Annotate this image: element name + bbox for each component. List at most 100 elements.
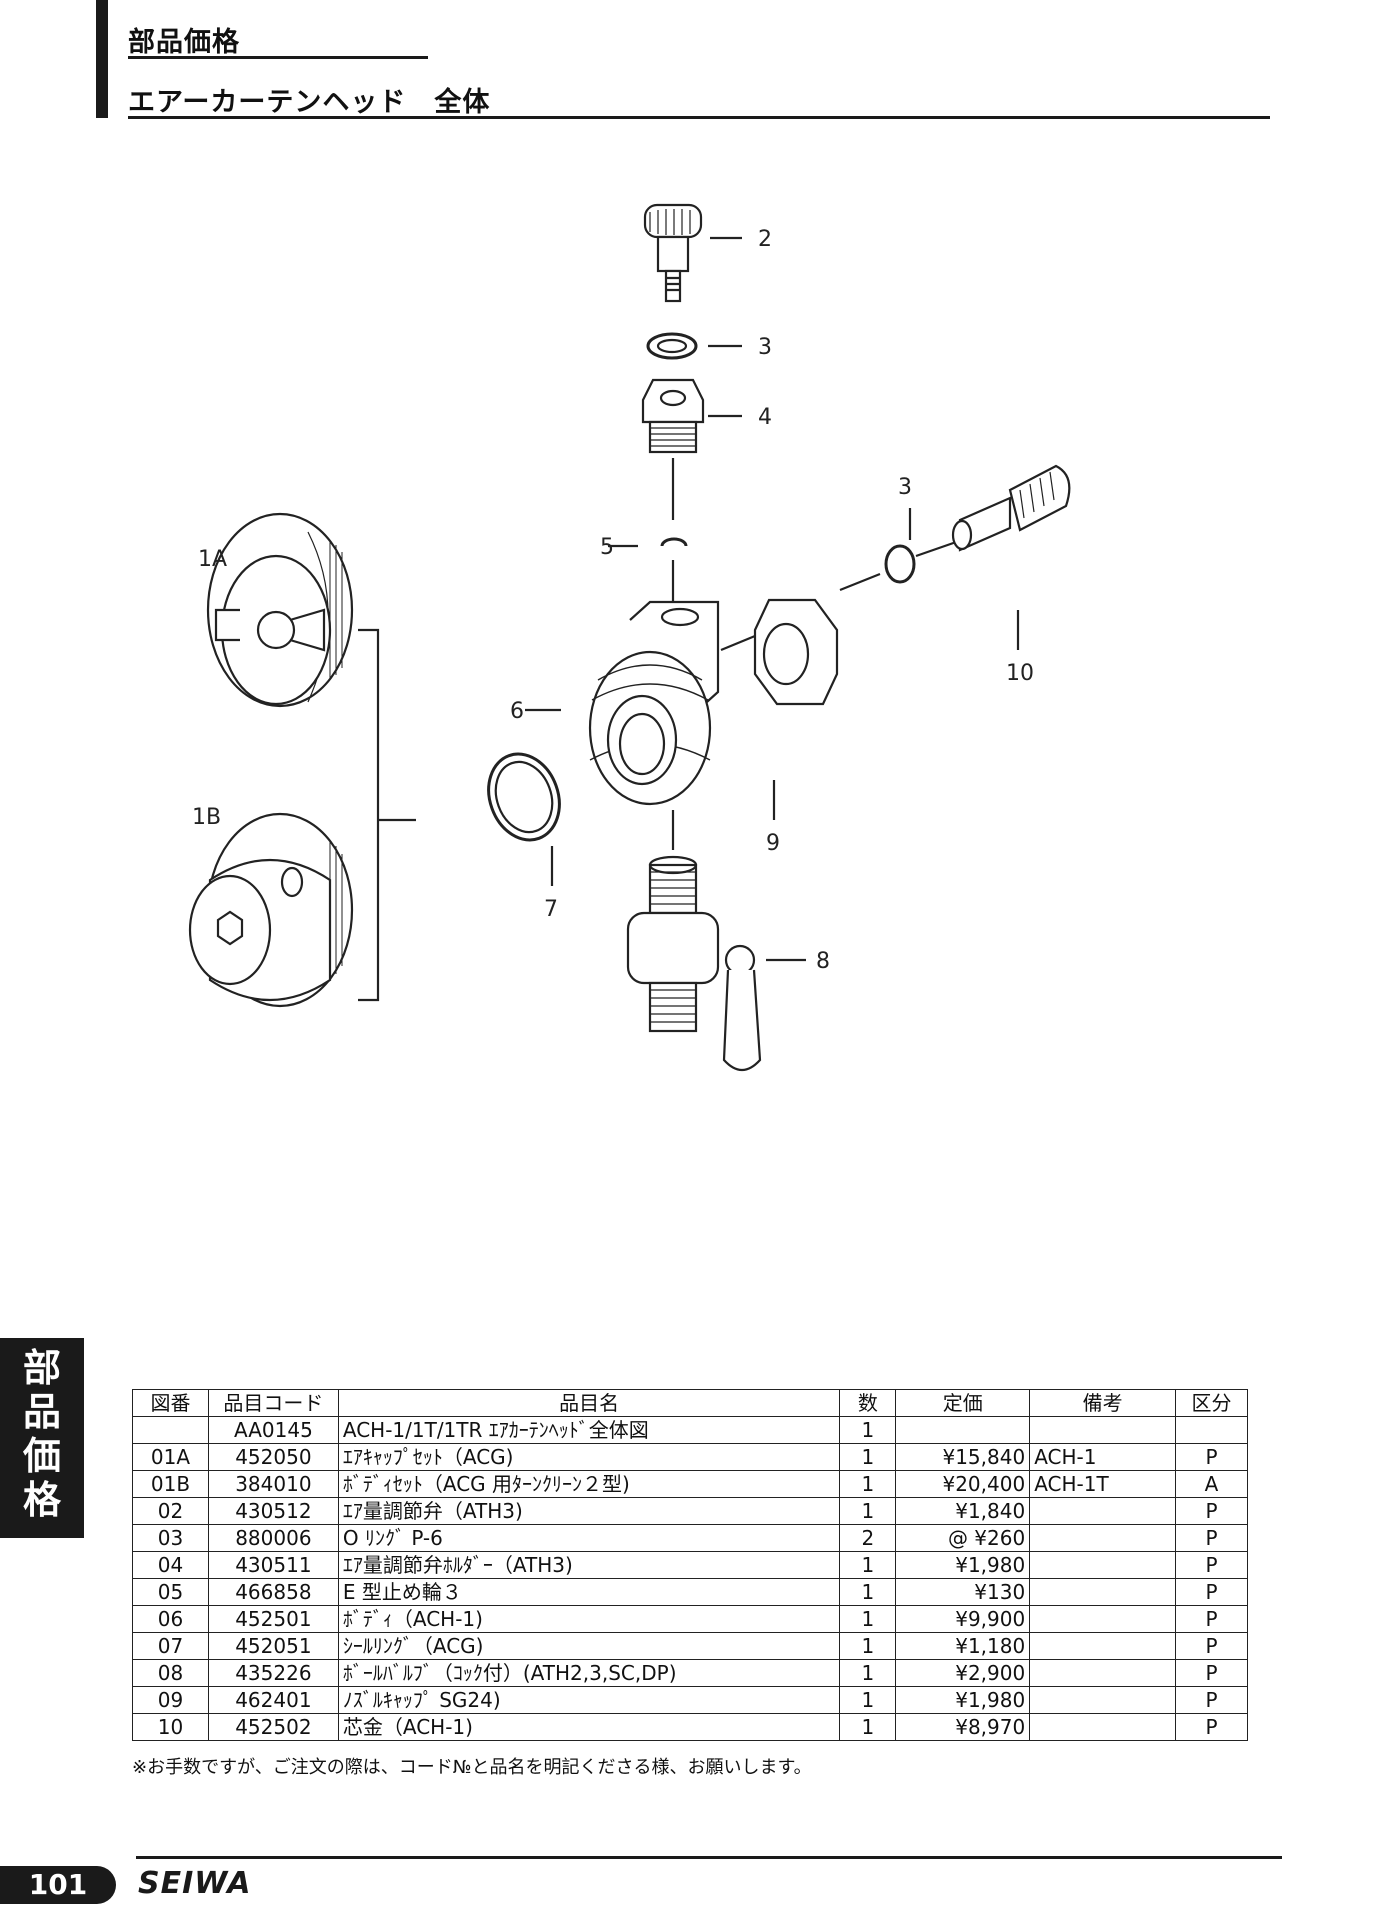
cell-item-code: 452050 [207,1443,339,1471]
col-header-remarks: 備考 [1029,1389,1177,1417]
cell-category: P [1175,1551,1248,1579]
callout-3-right: 3 [898,475,912,500]
order-footnote: ※お手数ですが、ご注文の際は、コード№と品名を明記くださる様、お願いします。 [132,1757,812,1778]
cell-item-code: AA0145 [207,1416,339,1444]
cell-quantity: 1 [839,1632,897,1660]
col-header-price: 定価 [895,1389,1031,1417]
cell-price: @ ¥260 [895,1524,1031,1552]
cell-price: ¥1,980 [895,1551,1031,1579]
brand-logo: SEIWA [138,1866,252,1901]
header-accent-bar [96,0,108,118]
cell-remarks [1029,1524,1177,1552]
cell-figure-no: 01B [132,1470,209,1498]
cell-remarks [1029,1551,1177,1579]
cell-quantity: 1 [839,1686,897,1714]
cell-figure-no: 06 [132,1605,209,1633]
col-header-quantity: 数 [839,1389,897,1417]
cell-item-name: ACH-1/1T/1TR ｴｱｶｰﾃﾝﾍｯﾄﾞ全体図 [337,1416,841,1444]
cell-item-name: ｼｰﾙﾘﾝｸﾞ（ACG) [337,1632,841,1660]
cell-figure-no: 10 [132,1713,209,1741]
cell-remarks [1029,1659,1177,1687]
cell-category: P [1175,1497,1248,1525]
part-1a-air-cap [206,512,354,708]
cell-remarks: ACH-1T [1029,1470,1177,1498]
cell-category: P [1175,1632,1248,1660]
col-header-item-code: 品目コード [207,1389,339,1417]
cell-price: ¥1,180 [895,1632,1031,1660]
cell-remarks [1029,1605,1177,1633]
cell-category: P [1175,1524,1248,1552]
part-3-o-ring-upper [646,332,698,360]
cell-quantity: 1 [839,1578,897,1606]
cell-item-name: ﾎﾞﾃﾞｨｾｯﾄ（ACG 用ﾀｰﾝｸﾘｰﾝ２型) [337,1470,841,1498]
section-title: 部品価格 [128,27,240,58]
cell-remarks [1029,1497,1177,1525]
col-header-category: 区分 [1175,1389,1248,1417]
page-number: 101 [0,1866,116,1904]
callout-5: 5 [600,535,614,560]
part-7-seal-ring [487,752,561,842]
callout-1a: 1A [198,547,227,572]
cell-quantity: 1 [839,1713,897,1741]
callout-2: 2 [758,227,772,252]
cell-quantity: 1 [839,1605,897,1633]
callout-7: 7 [544,897,558,922]
side-tab-char: 価 [22,1434,61,1478]
cell-item-code: 880006 [207,1524,339,1552]
cell-quantity: 2 [839,1524,897,1552]
cell-price: ¥130 [895,1578,1031,1606]
cell-quantity: 1 [839,1497,897,1525]
cell-figure-no: 01A [132,1443,209,1471]
side-tab-char: 部 [22,1346,61,1390]
callout-10: 10 [1006,661,1034,686]
cell-category: P [1175,1605,1248,1633]
cell-item-name: ﾉｽﾞﾙｷｬｯﾌﾟ SG24) [337,1686,841,1714]
cell-category: P [1175,1443,1248,1471]
part-10-core [951,464,1071,552]
callout-1b: 1B [192,805,221,830]
part-6-body [588,600,720,806]
part-2-needle-valve [643,203,703,303]
cell-remarks: ACH-1 [1029,1443,1177,1471]
cell-category: P [1175,1578,1248,1606]
cell-figure-no: 07 [132,1632,209,1660]
page-title-underline [128,116,1270,119]
exploded-parts-diagram: 2 3 4 5 3 10 1A 6 9 1B 7 8 [188,203,1071,1072]
part-5-e-ring [660,537,688,547]
side-tab-char: 格 [22,1478,61,1522]
side-section-tab: 部 品 価 格 [0,1338,84,1538]
col-header-item-name: 品目名 [337,1389,841,1417]
cell-category [1175,1416,1248,1444]
cell-item-code: 430512 [207,1497,339,1525]
cell-category: P [1175,1686,1248,1714]
cell-price: ¥15,840 [895,1443,1031,1471]
cell-remarks [1029,1686,1177,1714]
footer-rule [136,1856,1282,1859]
cell-remarks [1029,1713,1177,1741]
cell-remarks [1029,1416,1177,1444]
cell-quantity: 1 [839,1551,897,1579]
page-title: エアーカーテンヘッド 全体 [128,87,491,118]
cell-figure-no: 02 [132,1497,209,1525]
cell-item-name: ﾎﾞｰﾙﾊﾞﾙﾌﾞ（ｺｯｸ付）(ATH2,3,SC,DP) [337,1659,841,1687]
cell-item-code: 462401 [207,1686,339,1714]
cell-item-name: ﾎﾞﾃﾞｨ（ACH-1) [337,1605,841,1633]
cell-category: P [1175,1713,1248,1741]
cell-item-name: ｴｱ量調節弁（ATH3) [337,1497,841,1525]
part-9-nozzle-cap [753,598,839,706]
callout-9: 9 [766,831,780,856]
callout-3-upper: 3 [758,335,772,360]
cell-quantity: 1 [839,1470,897,1498]
cell-category: A [1175,1470,1248,1498]
cell-figure-no: 03 [132,1524,209,1552]
callout-6: 6 [510,699,524,724]
col-header-figure-no: 図番 [132,1389,209,1417]
callout-4: 4 [758,405,772,430]
